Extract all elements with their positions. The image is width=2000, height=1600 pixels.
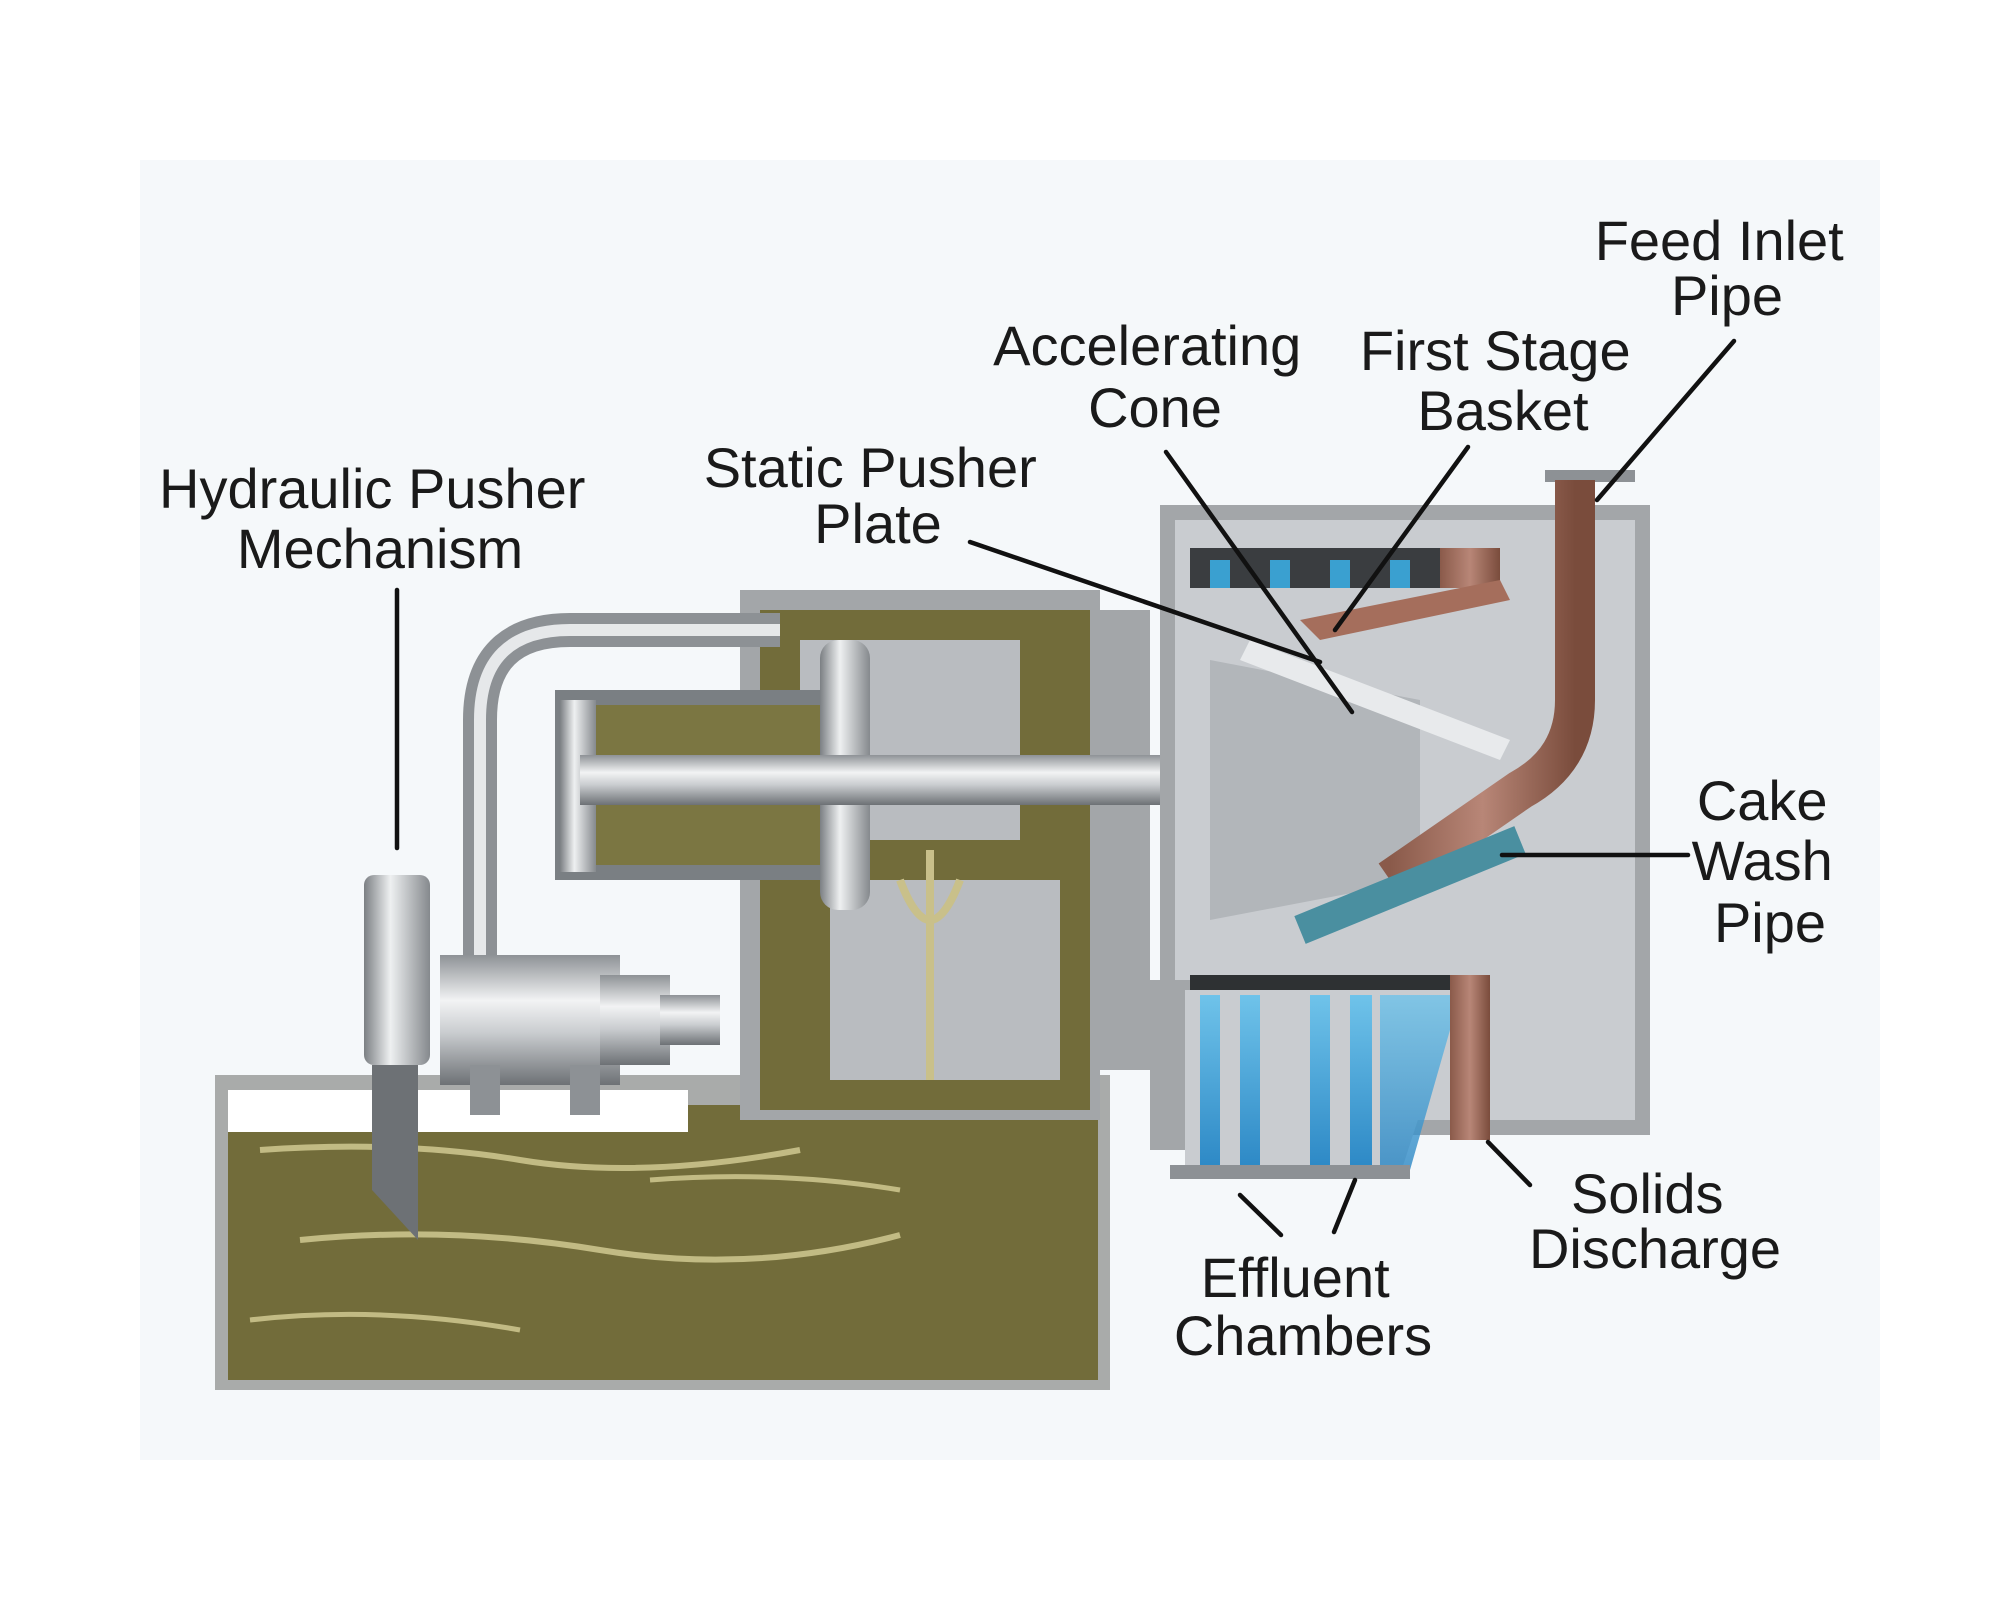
label-line: First Stage <box>1360 319 1631 382</box>
label-line: Discharge <box>1529 1217 1781 1280</box>
label-first-stage-basket: First Stage Basket <box>1360 319 1646 442</box>
label-line: Chambers <box>1174 1304 1432 1367</box>
label-solids-discharge: Solids Discharge <box>1529 1162 1781 1280</box>
label-feed-inlet-pipe: Feed Inlet Pipe <box>1595 209 1860 327</box>
label-line: Feed Inlet <box>1595 209 1844 272</box>
label-cake-wash-pipe: Cake Wash Pipe <box>1692 769 1849 954</box>
label-line: Accelerating <box>993 314 1301 377</box>
first-stage-basket <box>1190 548 1510 640</box>
label-line: Plate <box>814 492 942 555</box>
hydraulic-pusher-mechanism <box>364 875 720 1240</box>
label-line: Pipe <box>1671 264 1783 327</box>
label-line: Basket <box>1417 379 1589 442</box>
cake-wash-pipe <box>1294 826 1526 944</box>
solids-discharge-chute <box>1450 975 1490 1140</box>
label-line: Pipe <box>1714 891 1826 954</box>
label-line: Cake <box>1697 769 1828 832</box>
hydraulic-oil-tank <box>215 1075 1110 1390</box>
main-shaft <box>580 755 1240 805</box>
label-line: Cone <box>1088 376 1222 439</box>
accelerating-cone <box>1210 660 1420 920</box>
label-line: Hydraulic Pusher <box>159 457 585 520</box>
label-line: Solids <box>1571 1162 1724 1225</box>
label-line: Mechanism <box>237 517 523 580</box>
label-line: Effluent <box>1201 1246 1390 1309</box>
label-static-pusher-plate: Static Pusher Plate <box>704 436 1053 555</box>
label-line: Wash <box>1692 829 1833 892</box>
label-accelerating-cone: Accelerating Cone <box>993 314 1317 439</box>
label-effluent-chambers: Effluent Chambers <box>1174 1246 1432 1367</box>
label-hydraulic-pusher-mechanism: Hydraulic Pusher Mechanism <box>159 457 601 580</box>
effluent-chambers <box>1170 975 1470 1179</box>
label-line: Static Pusher <box>704 436 1037 499</box>
leader-lines <box>394 338 1737 1238</box>
